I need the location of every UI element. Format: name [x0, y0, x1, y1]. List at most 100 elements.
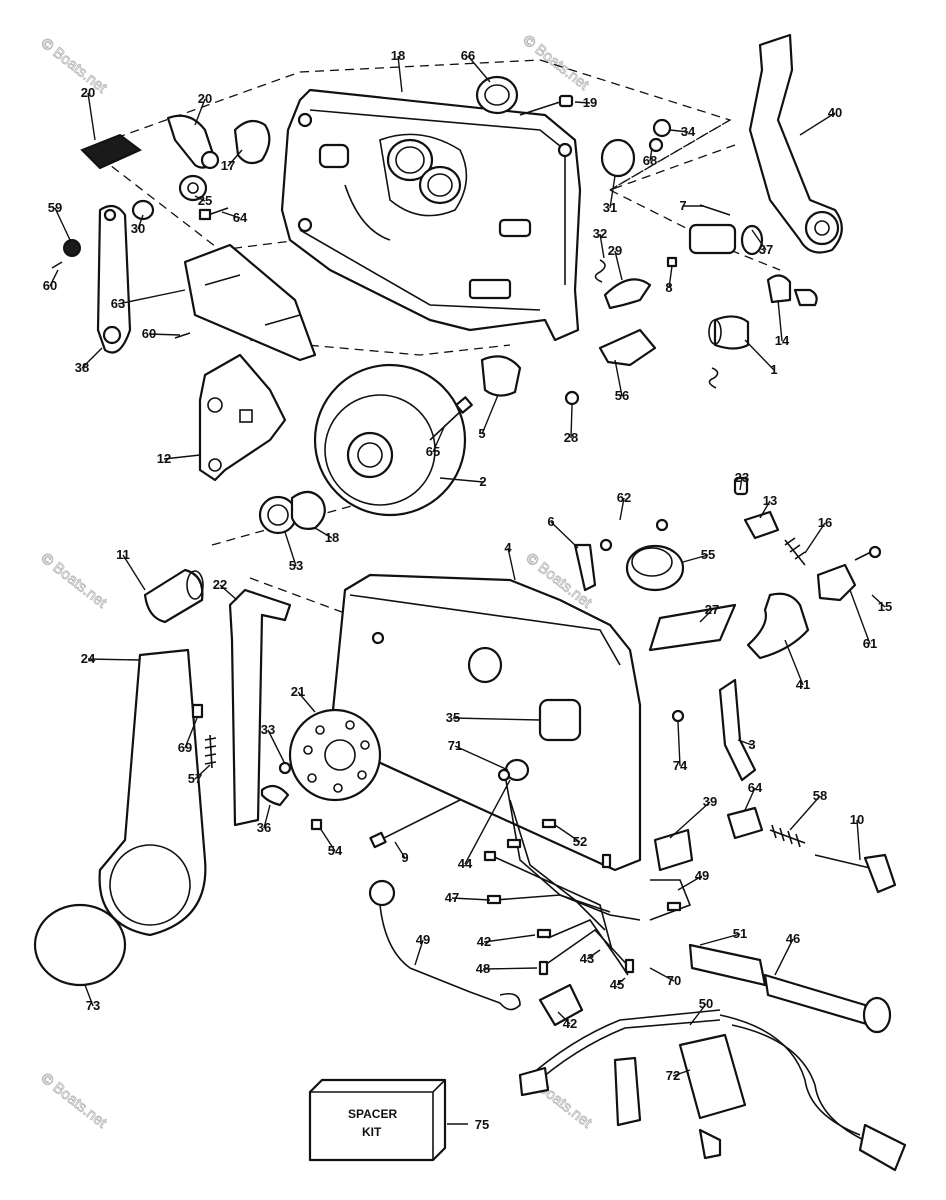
callout-number: 42 [563, 1016, 577, 1031]
washers-25-30 [131, 174, 229, 221]
callout-number: 42 [477, 934, 491, 949]
callout-number: 71 [448, 738, 462, 753]
callout-number: 12 [157, 451, 171, 466]
callout-number: 36 [257, 820, 271, 835]
callout-number: 51 [733, 926, 747, 941]
callout-number: 15 [878, 599, 892, 614]
leader-line [649, 967, 675, 982]
key-switch-37 [688, 204, 818, 307]
callout-number: 34 [681, 124, 696, 139]
callout-number: 74 [673, 758, 688, 773]
leader-line [81, 347, 103, 369]
callout-number: 73 [86, 998, 100, 1013]
gear-housing-23 [313, 363, 467, 517]
upper-housing [280, 88, 582, 342]
lever-40 [748, 33, 843, 254]
leader-line [557, 1011, 571, 1025]
callout-number: 19 [583, 95, 597, 110]
callout-number-spacer-kit: 75 [475, 1117, 489, 1132]
callout-number: 72 [666, 1068, 680, 1083]
leader-line [804, 522, 826, 554]
leader-line [163, 454, 201, 460]
callout-number: 13 [763, 493, 777, 508]
callout-number: 56 [615, 388, 629, 403]
nut-34 [648, 118, 672, 153]
callout-number: 53 [289, 558, 303, 573]
leader-line [616, 977, 626, 986]
callout-number: 14 [775, 333, 790, 348]
leader-line [871, 594, 886, 608]
callout-number: 64 [748, 780, 763, 795]
leader-line [87, 92, 96, 141]
watermark: © Boats.net [38, 1070, 111, 1132]
disc-69 [288, 708, 382, 802]
leader-line [467, 55, 491, 83]
battery-cables-72 [518, 1009, 907, 1172]
leader-line [451, 897, 491, 901]
leader-line [689, 1003, 707, 1026]
leader-line [194, 195, 206, 202]
leader-line [507, 547, 516, 581]
callout-number: 52 [573, 834, 587, 849]
plug-50 [538, 983, 584, 1027]
leader-line [284, 531, 297, 567]
callout-number: 33 [261, 722, 275, 737]
disc-31 [600, 138, 636, 178]
leader-line [759, 500, 771, 519]
callout-number: 1 [770, 362, 777, 377]
leader-line [699, 933, 741, 946]
callout-number: 24 [81, 651, 96, 666]
leader-line [414, 939, 424, 966]
callout-number: 11 [116, 547, 130, 562]
leader-line [122, 554, 146, 591]
leader-line [439, 477, 484, 483]
screw-12 [564, 390, 580, 406]
leader-line [737, 739, 753, 746]
leader-line [481, 394, 499, 435]
latch-20 [80, 114, 220, 170]
callout-number: 4 [504, 540, 512, 555]
leader-line [227, 149, 243, 167]
callout-number: 60 [43, 278, 57, 293]
leader-line [397, 55, 403, 93]
callout-number: 41 [796, 677, 810, 692]
leader-line [614, 250, 623, 281]
callout-number: 18 [391, 48, 405, 63]
callout-number: 44 [458, 856, 473, 871]
leader-line [789, 795, 821, 831]
bushing-1 [598, 315, 750, 389]
callout-number: 69 [178, 740, 192, 755]
leader-lines [49, 55, 886, 1125]
leader-line [677, 875, 703, 891]
leader-line [619, 497, 625, 521]
boot-73 [678, 1033, 747, 1120]
callout-number: 5 [478, 426, 485, 441]
callout-number: 3 [748, 737, 755, 752]
callout-number: 61 [863, 636, 877, 651]
callout-number: 54 [328, 843, 343, 858]
leader-line [263, 804, 271, 829]
leader-line [221, 211, 241, 219]
leader-line [394, 841, 406, 859]
leader-line [297, 691, 316, 713]
callout-number: 37 [759, 242, 773, 257]
leader-line [599, 233, 605, 259]
rings-15-53 [258, 490, 326, 535]
parts-57-58-39 [671, 678, 897, 894]
callout-number: 64 [233, 210, 248, 225]
callout-number: 49 [416, 932, 430, 947]
callout-number: 60 [142, 326, 156, 341]
callout-number: 25 [198, 193, 212, 208]
slide-27 [228, 588, 292, 827]
leader-line [554, 824, 581, 843]
leader-line [87, 658, 141, 661]
leader-line [799, 112, 836, 136]
callout-number: 9 [401, 850, 408, 865]
leader-line [148, 333, 181, 336]
leader-line [184, 717, 198, 749]
lens-26 [33, 903, 127, 987]
screw-28 [429, 355, 522, 441]
callout-number: 62 [617, 490, 631, 505]
leader-line [570, 404, 573, 439]
callout-number: 70 [667, 973, 681, 988]
